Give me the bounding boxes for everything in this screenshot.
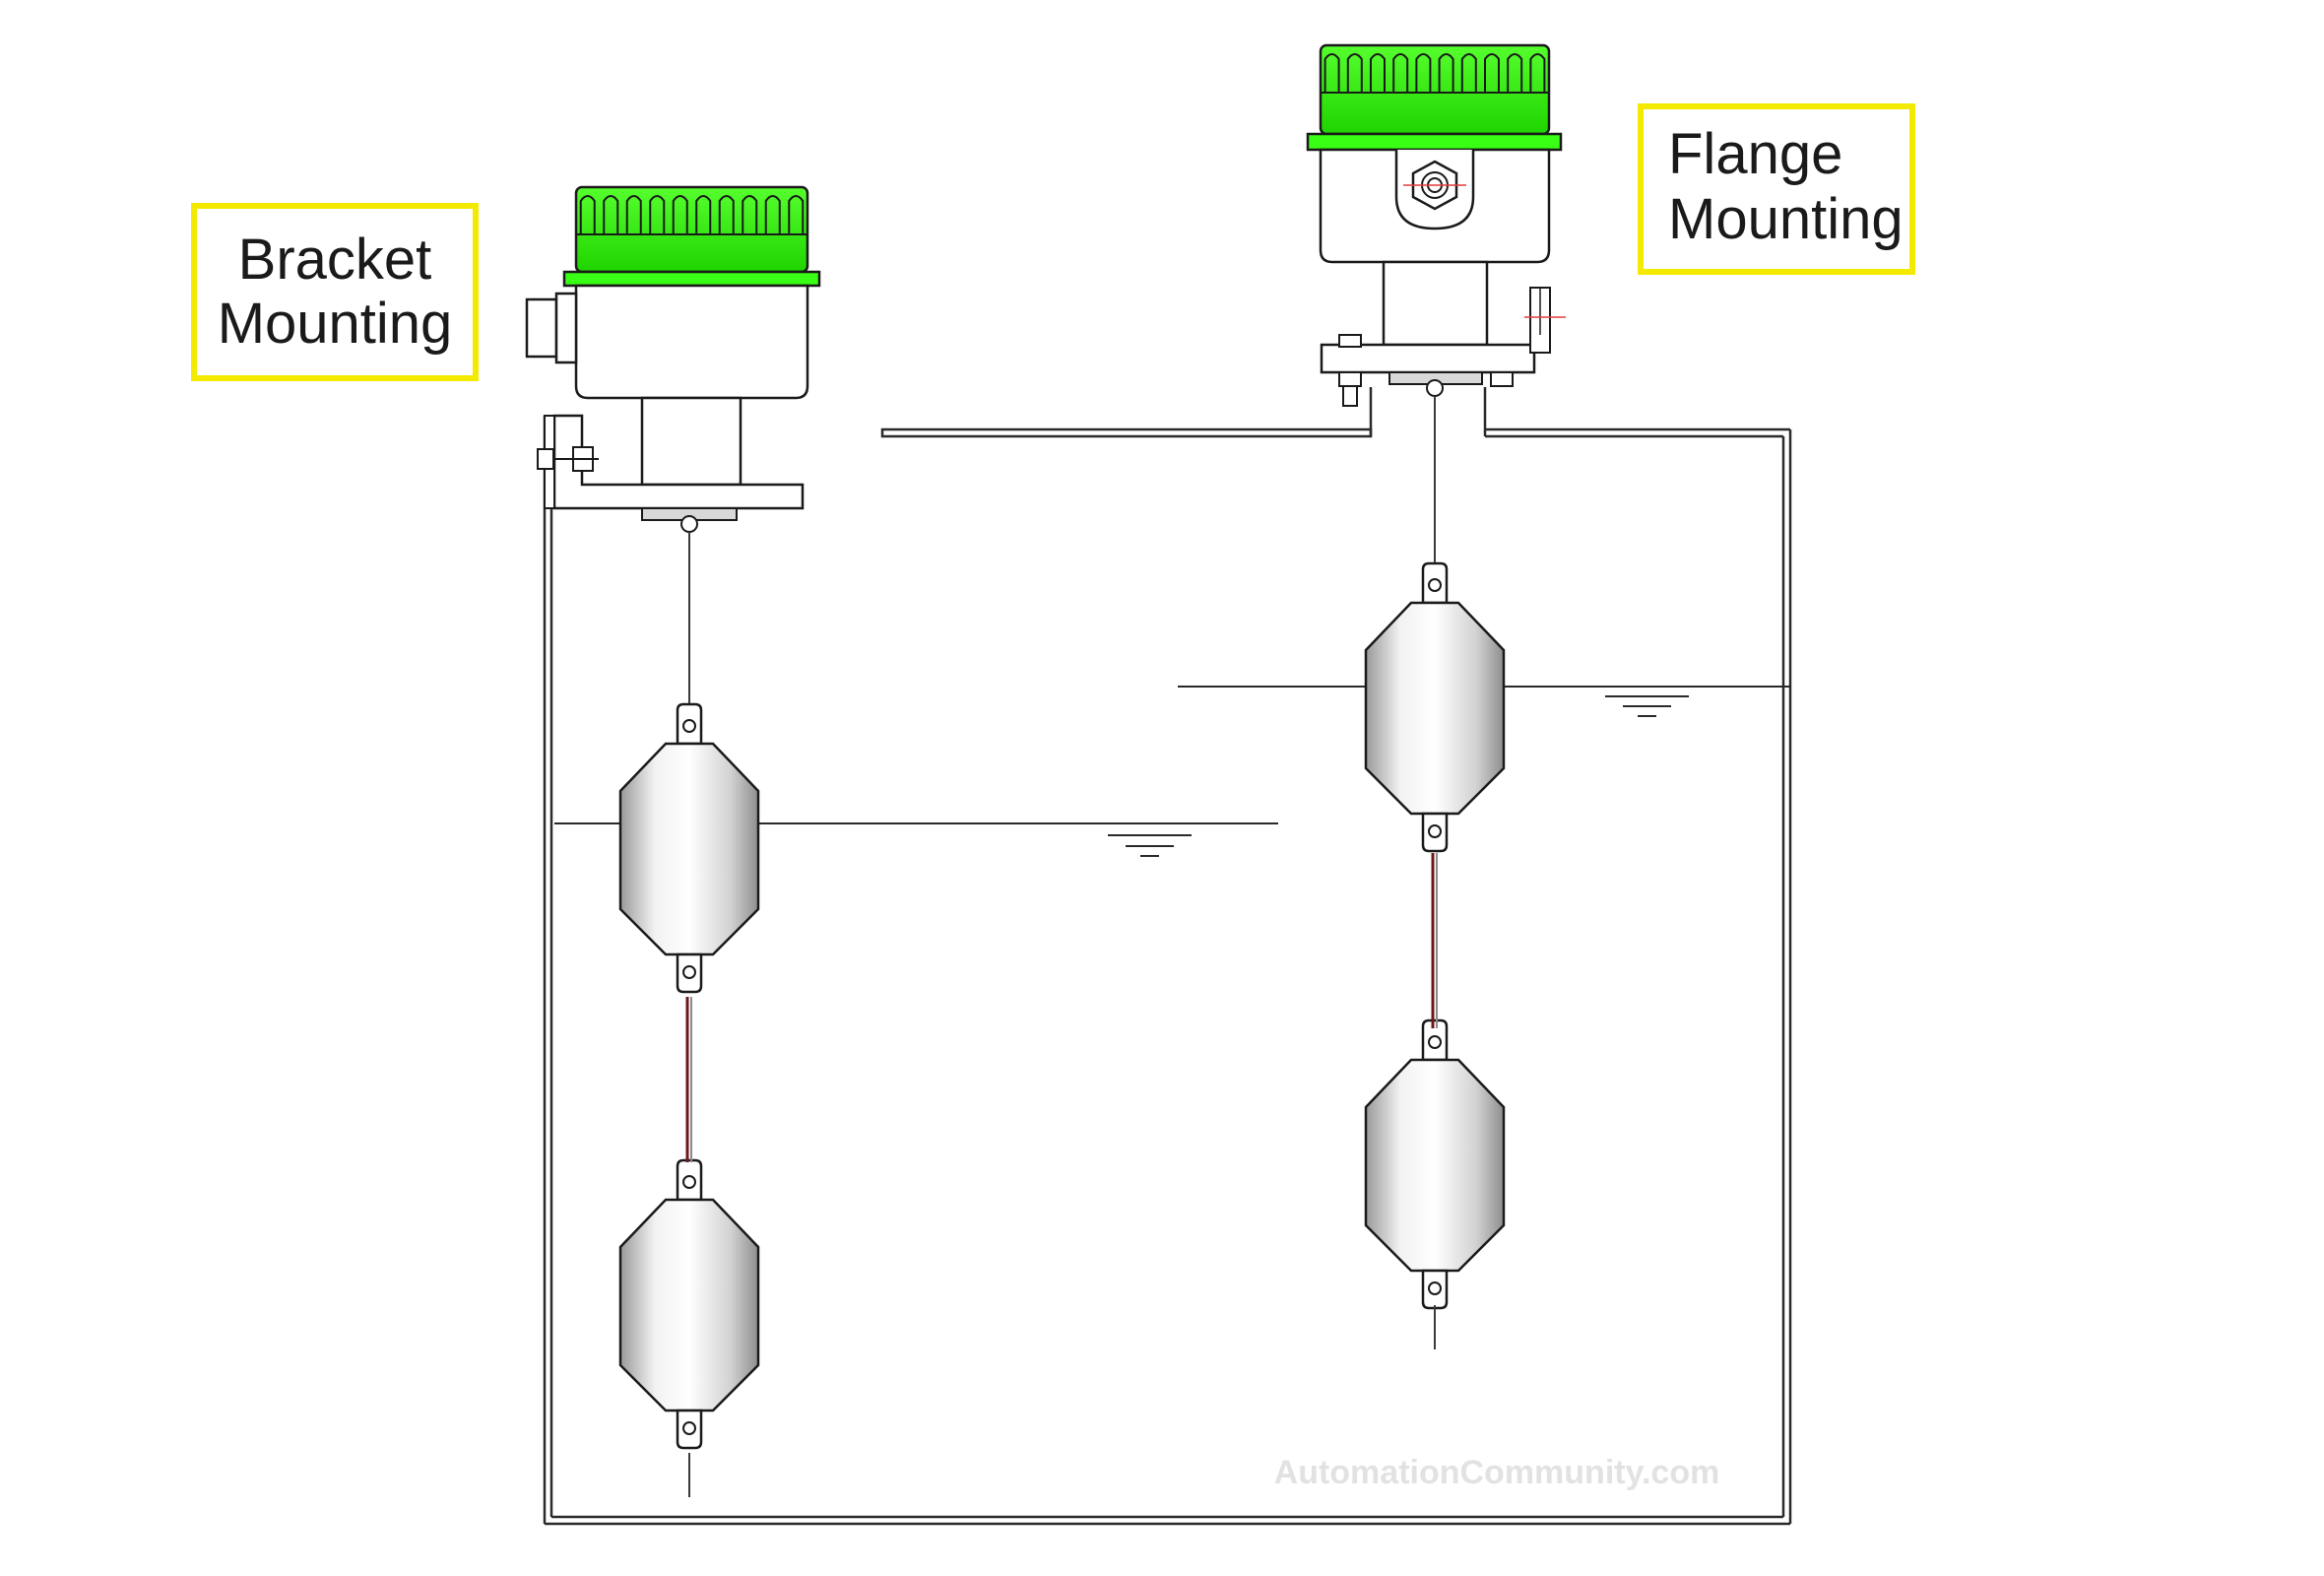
- float-lower-right: [1364, 1018, 1506, 1310]
- bracket-mounting-label: Bracket Mounting: [191, 203, 479, 381]
- float-lower-left: [618, 1158, 760, 1450]
- float-rod-left: [685, 997, 692, 1162]
- bracket-mount-switch: [525, 185, 821, 719]
- green-cap-icon: [1306, 43, 1563, 152]
- flange-mount-switch: [1306, 43, 1566, 577]
- watermark-text: AutomationCommunity.com: [1274, 1454, 1720, 1491]
- green-cap-icon: [562, 185, 821, 288]
- float-rod-right: [1431, 853, 1438, 1028]
- float-upper-right: [1364, 561, 1506, 853]
- flange-label-line2: Mounting: [1668, 187, 1904, 251]
- flange-mounting-label: Flange Mounting: [1638, 103, 1915, 275]
- bracket-label-line1: Bracket: [238, 228, 432, 292]
- cable-gland-icon: [1394, 150, 1475, 230]
- bracket-label-line2: Mounting: [218, 292, 453, 356]
- tank-outline: [543, 387, 1792, 1526]
- float-upper-left: [618, 702, 760, 994]
- flange-label-line1: Flange: [1668, 122, 1842, 186]
